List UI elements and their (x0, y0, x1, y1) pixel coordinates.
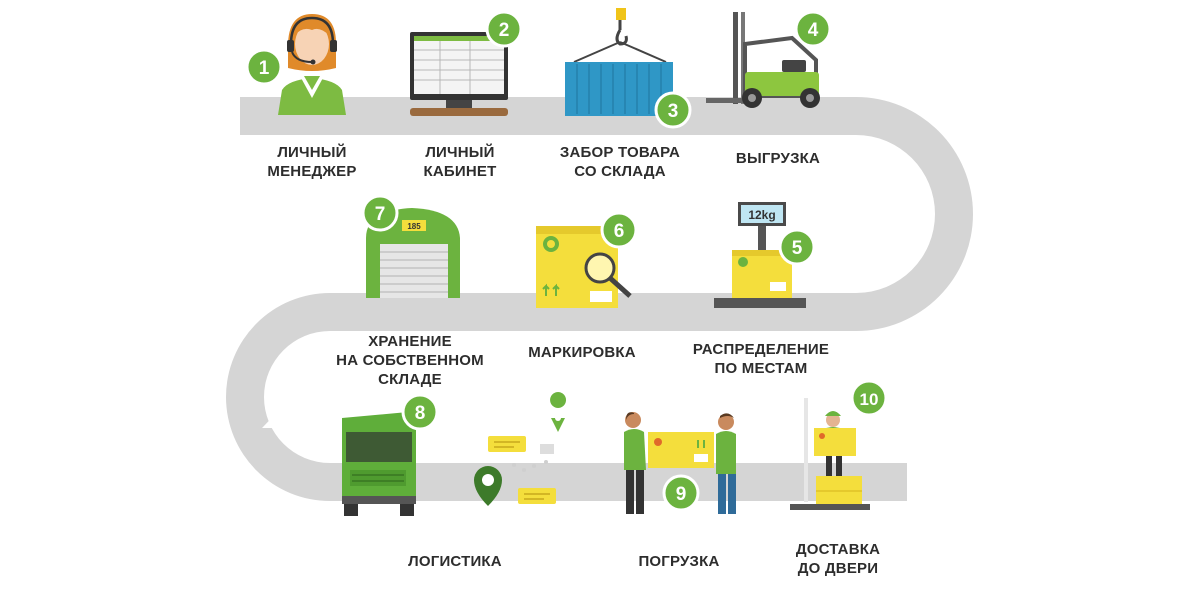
step-label-7: ХРАНЕНИЕ НА СОБСТВЕННОМ СКЛАДЕ (336, 333, 484, 388)
step-label-3: ЗАБОР ТОВАРА СО СКЛАДА (559, 144, 681, 180)
step-badge-2: 2 (485, 10, 523, 48)
step-badge-1: 1 (245, 48, 283, 86)
step-label-8: ЛОГИСТИКА (408, 553, 502, 570)
crane-container-icon (565, 8, 673, 116)
step-badge-7: 7 (361, 194, 399, 232)
step-number-7: 7 (375, 204, 386, 225)
step-number-9: 9 (676, 484, 687, 505)
step-number-10: 10 (860, 390, 879, 409)
step-label-4: ВЫГРУЗКА (735, 150, 821, 167)
step-number-1: 1 (259, 58, 270, 79)
step-number-3: 3 (668, 101, 679, 122)
step-number-2: 2 (499, 20, 510, 41)
scale-box-icon: 12kg (714, 202, 806, 308)
step-badge-8: 8 (401, 393, 439, 431)
step-label-9: ПОГРУЗКА (638, 553, 720, 570)
step-number-6: 6 (614, 221, 625, 242)
step-number-8: 8 (415, 403, 426, 424)
step-badge-5: 5 (778, 228, 816, 266)
step-label-5: РАСПРЕДЕЛЕНИЕ ПО МЕСТАМ (692, 341, 830, 377)
step-number-4: 4 (808, 20, 819, 41)
warehouse-sign: 185 (407, 222, 421, 231)
step-badge-6: 6 (600, 211, 638, 249)
step-badge-3: 3 (654, 91, 692, 129)
step-badge-10: 10 (850, 379, 888, 417)
step-badge-4: 4 (794, 10, 832, 48)
road-notches (262, 194, 874, 428)
monitor-icon (410, 32, 508, 116)
step-label-6: МАРКИРОВКА (528, 344, 636, 361)
manager-headset-icon (278, 14, 346, 115)
logistics-map-icon (474, 392, 567, 506)
step-number-5: 5 (792, 238, 803, 259)
step-badge-9: 9 (662, 474, 700, 512)
step-label-10: ДОСТАВКА ДО ДВЕРИ (795, 541, 881, 577)
truck-icon (342, 412, 416, 516)
scale-display: 12kg (748, 208, 775, 222)
people-carry-box-icon (624, 412, 736, 514)
forklift-icon (706, 12, 820, 108)
warehouse-icon: 185 (366, 208, 460, 298)
courier-boxes-icon (790, 398, 870, 510)
step-label-1: ЛИЧНЫЙ МЕНЕДЖЕР (267, 144, 357, 180)
step-label-2: ЛИЧНЫЙ КАБИНЕТ (423, 144, 497, 180)
